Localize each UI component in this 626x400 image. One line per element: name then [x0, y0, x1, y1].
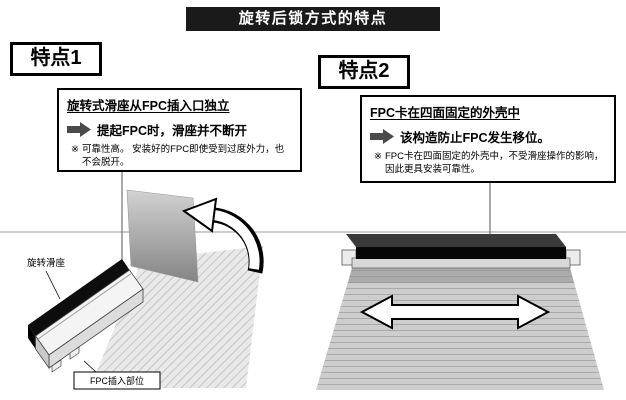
- slider-label-leader: [45, 270, 61, 300]
- rotating-slider-bar: [28, 259, 130, 336]
- connector-foot: [51, 359, 62, 373]
- note-mark: ※: [374, 151, 382, 162]
- rotate-arrow-icon: [213, 210, 260, 270]
- feature1-box: 旋转式滑座从FPC插入口独立 提起FPC时，滑座并不断开 ※ 可靠性高。 安装好…: [57, 88, 302, 172]
- connector-foot: [69, 346, 80, 360]
- fpc-sheet: [316, 268, 604, 390]
- housing-front-bar: [356, 247, 566, 259]
- feature1-note: ※ 可靠性高。 安装好的FPC即使受到过度外力，也不会脱开。: [59, 141, 300, 170]
- right-arrow-icon: [67, 122, 91, 137]
- feature2-point-text: 该构造防止FPC发生移位。: [400, 131, 551, 145]
- page-title: 旋转后锁方式的特点: [186, 7, 440, 31]
- feature2-point-row: 该构造防止FPC发生移位。: [362, 123, 614, 148]
- feature2-note: ※ FPC卡在四面固定的外壳中，不受滑座操作的影响，因此更具安装可靠性。: [362, 148, 614, 177]
- right-illustration: [316, 234, 604, 390]
- housing-top-face: [346, 234, 566, 247]
- feature2-heading: FPC卡在四面固定的外壳中: [370, 106, 521, 120]
- note-text: 可靠性高。 安装好的FPC即使受到过度外力，也不会脱开。: [81, 144, 285, 168]
- feature1-heading: 旋转式滑座从FPC插入口独立: [67, 99, 230, 113]
- housing-base: [351, 257, 571, 269]
- feature1-point-text: 提起FPC时，滑座并不断开: [97, 124, 248, 138]
- fpc-flat-sheet: [90, 246, 263, 388]
- feature2-box: FPC卡在四面固定的外壳中 该构造防止FPC发生移位。 ※ FPC卡在四面固定的…: [360, 95, 616, 183]
- connector-end-face: [35, 334, 50, 370]
- note-mark: ※: [71, 144, 79, 155]
- insert-label-box: [73, 371, 161, 390]
- left-illustration: 旋转滑座 FPC插入部位: [27, 189, 264, 390]
- fpc-lifted-sheet: [126, 189, 199, 283]
- slide-arrow-icon: [359, 294, 551, 330]
- insert-label: FPC插入部位: [90, 375, 144, 386]
- feature1-tag: 特点1: [10, 42, 102, 76]
- rotate-arrow-head: [181, 197, 218, 233]
- slider-end-face: [28, 325, 36, 349]
- feature1-point-row: 提起FPC时，滑座并不断开: [59, 116, 300, 141]
- fpc-slot-line: [37, 272, 133, 340]
- feature2-tag: 特点2: [318, 55, 410, 89]
- slider-label: 旋转滑座: [27, 257, 66, 269]
- fpc-crease: [348, 268, 574, 283]
- right-arrow-icon: [370, 129, 394, 144]
- note-text: FPC卡在四面固定的外壳中，不受滑座操作的影响，因此更具安装可靠性。: [384, 151, 604, 175]
- insert-label-leader: [83, 360, 97, 373]
